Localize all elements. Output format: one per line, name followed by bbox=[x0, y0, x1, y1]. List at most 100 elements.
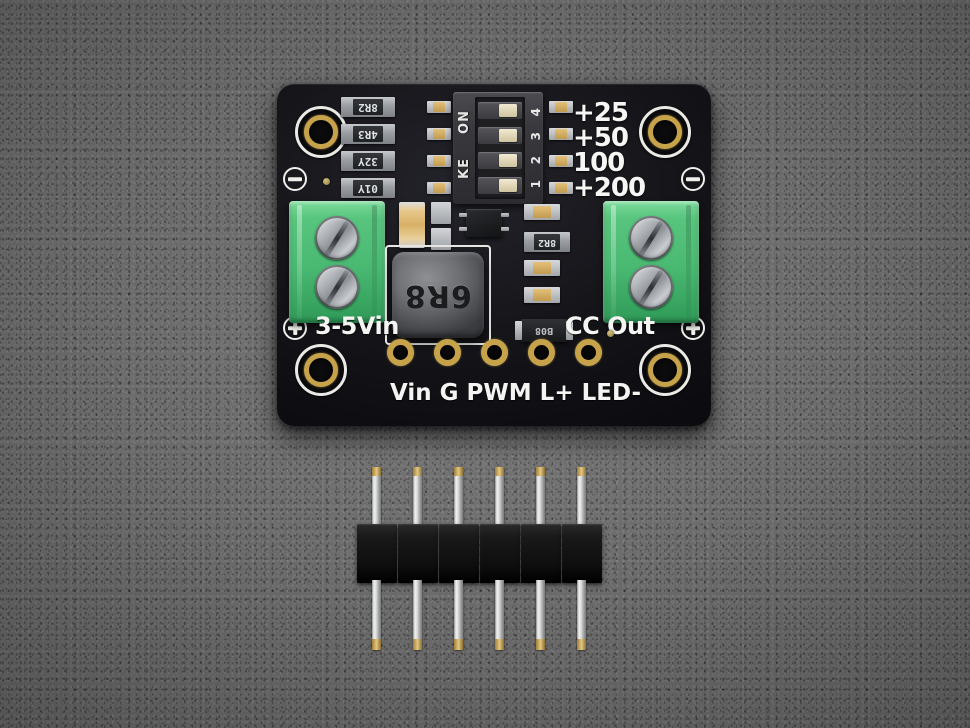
resistor-code: 32Y bbox=[358, 154, 378, 168]
ic-pin bbox=[459, 227, 467, 231]
via-right bbox=[607, 330, 614, 337]
dip-switch-position-numbers: 1 2 3 4 bbox=[529, 100, 543, 196]
pad-pwm[interactable] bbox=[481, 339, 508, 366]
input-label: 3-5Vin bbox=[315, 312, 399, 340]
power-inductor: 6R8 bbox=[392, 252, 484, 338]
pin-tip bbox=[577, 639, 586, 650]
mounting-hole-bottom-left bbox=[295, 344, 347, 396]
polarity-marker-minus-top-right bbox=[681, 167, 705, 191]
terminal-block-output[interactable] bbox=[603, 201, 699, 323]
pad-vin[interactable] bbox=[387, 339, 414, 366]
pad-gnd[interactable] bbox=[434, 339, 461, 366]
header-plastic-block-1 bbox=[357, 524, 397, 583]
diode-code: B08 bbox=[534, 325, 554, 336]
header-pin-4-bottom bbox=[495, 580, 504, 650]
header-plastic-block-6 bbox=[562, 524, 602, 583]
resistor-code: 8R2 bbox=[358, 100, 378, 114]
tantalum-capacitor bbox=[399, 202, 425, 248]
smd-resistor-4: 01Y bbox=[341, 178, 395, 198]
header-pin-5-bottom bbox=[536, 580, 545, 650]
screw-slot bbox=[638, 268, 664, 306]
dip-switch[interactable]: ON KE 1 2 3 4 bbox=[453, 92, 543, 204]
dip-position-2: 2 bbox=[529, 155, 543, 165]
terminal-screw-output-1[interactable] bbox=[629, 216, 673, 260]
dip-switch-lever-4[interactable] bbox=[478, 102, 522, 119]
lever-knob bbox=[499, 104, 517, 117]
resistor-body: 01Y bbox=[352, 179, 384, 197]
terminal-screw-output-2[interactable] bbox=[629, 265, 673, 309]
resistor-body: 4R3 bbox=[352, 125, 384, 143]
terminal-screw-input-2[interactable] bbox=[315, 265, 359, 309]
header-pin-2-bottom bbox=[413, 580, 422, 650]
male-header-strip[interactable] bbox=[356, 462, 610, 658]
current-label-200: +200 bbox=[573, 173, 646, 203]
minus-bar bbox=[288, 177, 302, 181]
ceramic-capacitor-2 bbox=[431, 228, 451, 250]
header-pin-3-top bbox=[454, 467, 463, 529]
smd-component-right-3 bbox=[524, 287, 560, 303]
dip-switch-lever-3[interactable] bbox=[478, 127, 522, 144]
range-jumper-2 bbox=[549, 128, 573, 140]
terminal-screw-input-1[interactable] bbox=[315, 216, 359, 260]
pin-tip bbox=[577, 467, 586, 476]
breakout-board: 8R2 4R3 32Y 01Y ON KE bbox=[277, 84, 711, 426]
header-pin-6-top bbox=[577, 467, 586, 529]
driver-ic bbox=[459, 209, 509, 237]
mounting-hole-bottom-right bbox=[639, 344, 691, 396]
ic-pin bbox=[501, 213, 509, 217]
screw-slot bbox=[638, 219, 664, 257]
solder-jumper-1 bbox=[427, 101, 451, 113]
dip-switch-lever-1[interactable] bbox=[478, 177, 522, 194]
screw-slot bbox=[324, 268, 350, 306]
ic-pin bbox=[501, 227, 509, 231]
range-jumper-1 bbox=[549, 101, 573, 113]
resistor-body: 8R2 bbox=[352, 98, 384, 116]
header-plastic-block-2 bbox=[398, 524, 438, 583]
resistor-code: 8R2 bbox=[537, 237, 557, 248]
current-range-labels: +25 +50 100 +200 bbox=[573, 98, 683, 203]
lever-knob bbox=[499, 154, 517, 167]
ic-pin bbox=[459, 213, 467, 217]
current-label-50: +50 bbox=[573, 123, 629, 153]
smd-resistor-2: 4R3 bbox=[341, 124, 395, 144]
screw-slot bbox=[324, 219, 350, 257]
dip-switch-on-label: ON bbox=[457, 110, 472, 134]
dip-switch-window bbox=[475, 97, 525, 199]
resistor-body: 32Y bbox=[352, 152, 384, 170]
header-plastic-block-3 bbox=[439, 524, 479, 583]
solder-jumper-2 bbox=[427, 128, 451, 140]
pin-tip bbox=[454, 639, 463, 650]
smd-resistor-1: 8R2 bbox=[341, 97, 395, 117]
dip-position-4: 4 bbox=[529, 107, 543, 117]
resistor-code: 01Y bbox=[358, 181, 378, 195]
pad-lplus[interactable] bbox=[528, 339, 555, 366]
header-pin-6-bottom bbox=[577, 580, 586, 650]
range-jumper-3 bbox=[549, 155, 573, 167]
header-pin-1-top bbox=[372, 467, 381, 529]
header-pin-5-top bbox=[536, 467, 545, 529]
solder-jumper-3 bbox=[427, 155, 451, 167]
header-pin-4-top bbox=[495, 467, 504, 529]
header-pin-1-bottom bbox=[372, 580, 381, 650]
pad-row-labels: Vin G PWM L+ LED- bbox=[390, 380, 642, 406]
resistor-code: 4R3 bbox=[358, 127, 378, 141]
dip-switch-lever-2[interactable] bbox=[478, 152, 522, 169]
terminal-block-input[interactable] bbox=[289, 201, 385, 323]
lever-knob bbox=[499, 179, 517, 192]
minus-bar bbox=[686, 177, 700, 181]
smd-resistor-right: 8R2 bbox=[524, 232, 570, 252]
smd-resistor-3: 32Y bbox=[341, 151, 395, 171]
header-pin-2-top bbox=[413, 467, 422, 529]
ceramic-capacitor-1 bbox=[431, 202, 451, 224]
plus-bar-vertical bbox=[293, 321, 297, 335]
pin-tip bbox=[413, 639, 422, 650]
polarity-marker-minus-top-left bbox=[283, 167, 307, 191]
pad-ledm[interactable] bbox=[575, 339, 602, 366]
header-plastic-block-5 bbox=[521, 524, 561, 583]
schottky-diode: B08 bbox=[515, 319, 573, 342]
pin-tip bbox=[495, 467, 504, 476]
smd-component-upper-right bbox=[524, 204, 560, 220]
pin-tip bbox=[536, 467, 545, 476]
mounting-hole-top-right bbox=[639, 106, 691, 158]
pin-tip bbox=[372, 639, 381, 650]
